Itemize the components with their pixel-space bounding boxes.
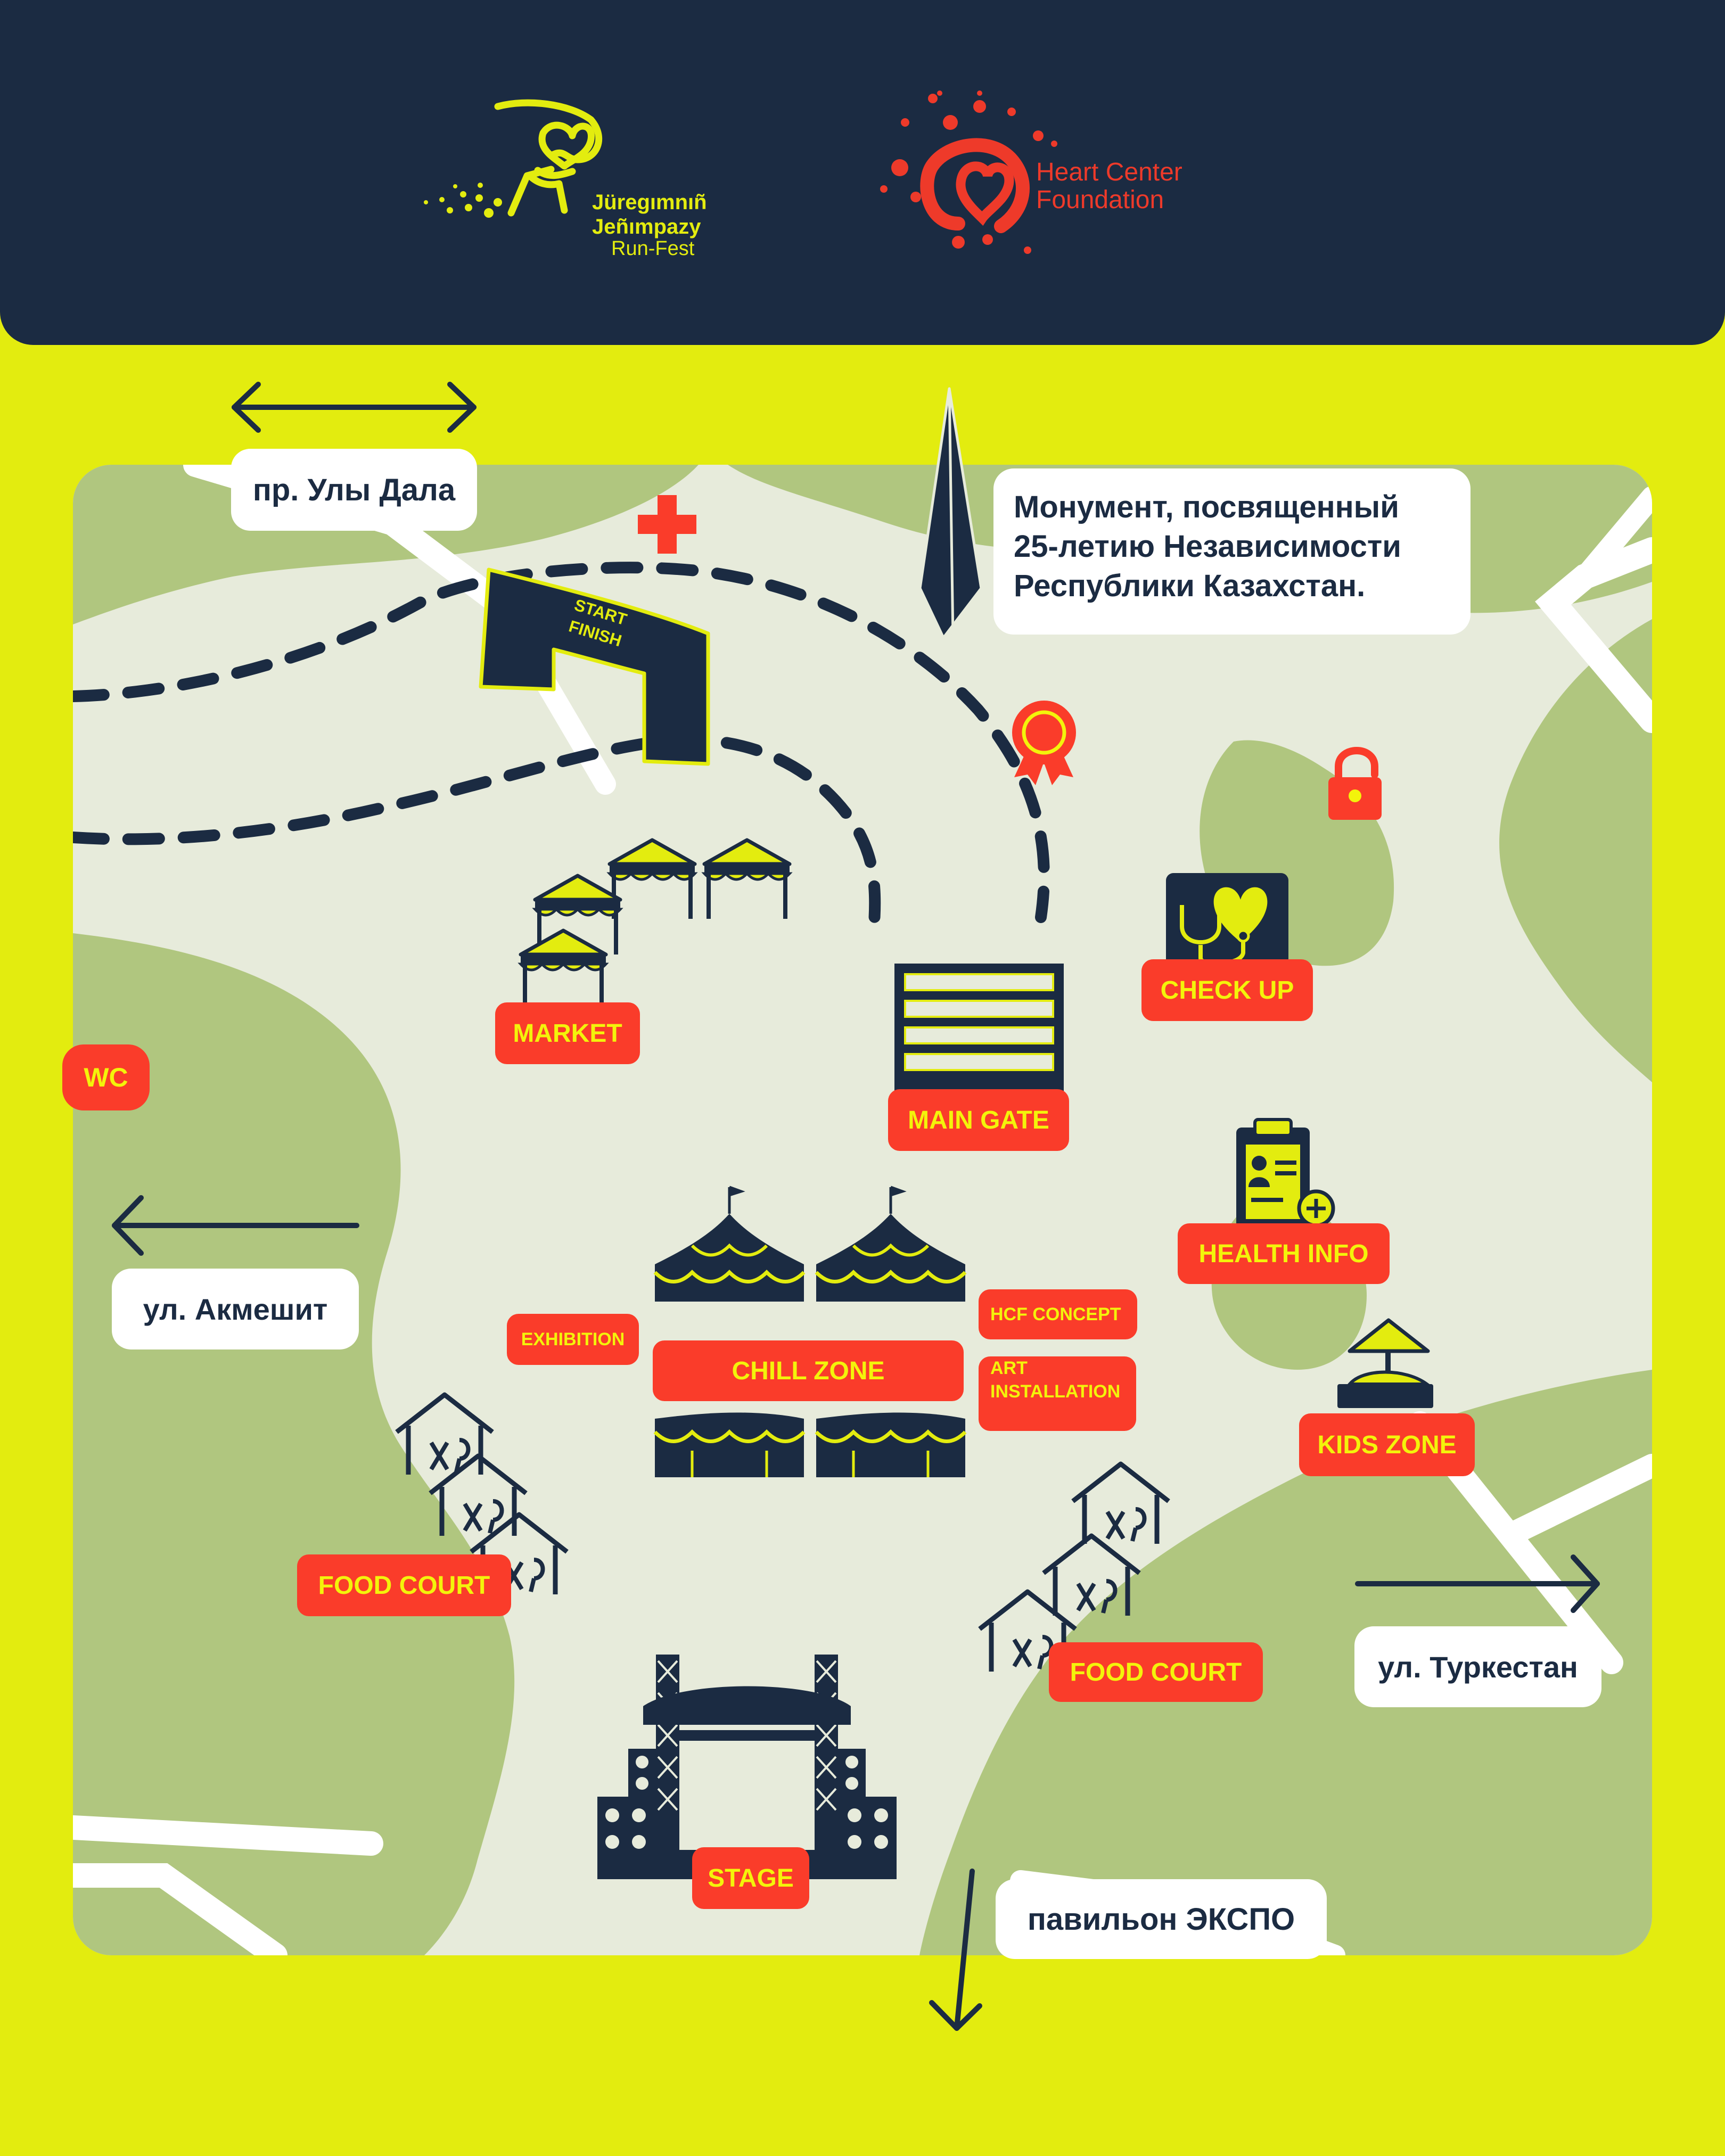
- art-installation-line1: ART: [990, 1358, 1028, 1378]
- street-label-uly-dala: пр. Улы Дала: [231, 449, 477, 531]
- heart-center-foundation-logo-icon: [880, 90, 1057, 254]
- zone-label-health-info[interactable]: HEALTH INFO: [1178, 1223, 1390, 1284]
- hcf-logo-line2: Foundation: [1036, 186, 1164, 214]
- zone-label-exhibition[interactable]: EXHIBITION: [507, 1314, 639, 1365]
- arrow-uly-dala-icon: [232, 382, 477, 433]
- monument-label-line2: 25-летию Независимости: [1014, 529, 1401, 564]
- zone-label-kids-zone[interactable]: KIDS ZONE: [1299, 1413, 1475, 1476]
- street-label-turkestan: ул. Туркестан: [1354, 1626, 1601, 1707]
- label-expo-pavilion: павильон ЭКСПО: [996, 1879, 1327, 1959]
- zone-label-food-court-left[interactable]: FOOD COURT: [297, 1554, 511, 1616]
- header-banner: Jüregımnıñ Jeñımpazy Run-Fest Heart Cent…: [0, 0, 1725, 345]
- runfest-logo-line1: Jüregımnıñ: [592, 191, 707, 214]
- park-map: [73, 465, 1652, 1955]
- zone-label-art-installation[interactable]: ART INSTALLATION: [979, 1356, 1136, 1431]
- zone-label-food-court-right[interactable]: FOOD COURT: [1049, 1642, 1263, 1702]
- zone-label-main-gate[interactable]: MAIN GATE: [888, 1089, 1069, 1151]
- zone-label-chill-zone[interactable]: CHILL ZONE: [653, 1340, 964, 1401]
- zone-label-market[interactable]: MARKET: [495, 1002, 640, 1064]
- runfest-logo-line3: Run-Fest: [611, 237, 695, 260]
- street-label-akmeshit: ул. Акмешит: [112, 1269, 359, 1349]
- zone-label-check-up[interactable]: CHECK UP: [1141, 959, 1313, 1021]
- monument-label: Монумент, посвященный 25-летию Независим…: [993, 468, 1471, 635]
- monument-label-line3: Республики Казахстан.: [1014, 569, 1366, 603]
- hcf-logo-line1: Heart Center: [1036, 158, 1182, 186]
- zone-label-hcf-concept[interactable]: HCF CONCEPT: [979, 1289, 1137, 1339]
- map-terrain: [73, 465, 1652, 1955]
- runfest-logo-icon: [424, 99, 603, 218]
- monument-label-line1: Монумент, посвященный: [1014, 490, 1399, 524]
- art-installation-line2: INSTALLATION: [990, 1381, 1121, 1402]
- zone-label-stage[interactable]: STAGE: [692, 1847, 809, 1909]
- runfest-logo-line2: Jeñımpazy: [592, 215, 701, 238]
- zone-label-wc[interactable]: WC: [62, 1044, 150, 1110]
